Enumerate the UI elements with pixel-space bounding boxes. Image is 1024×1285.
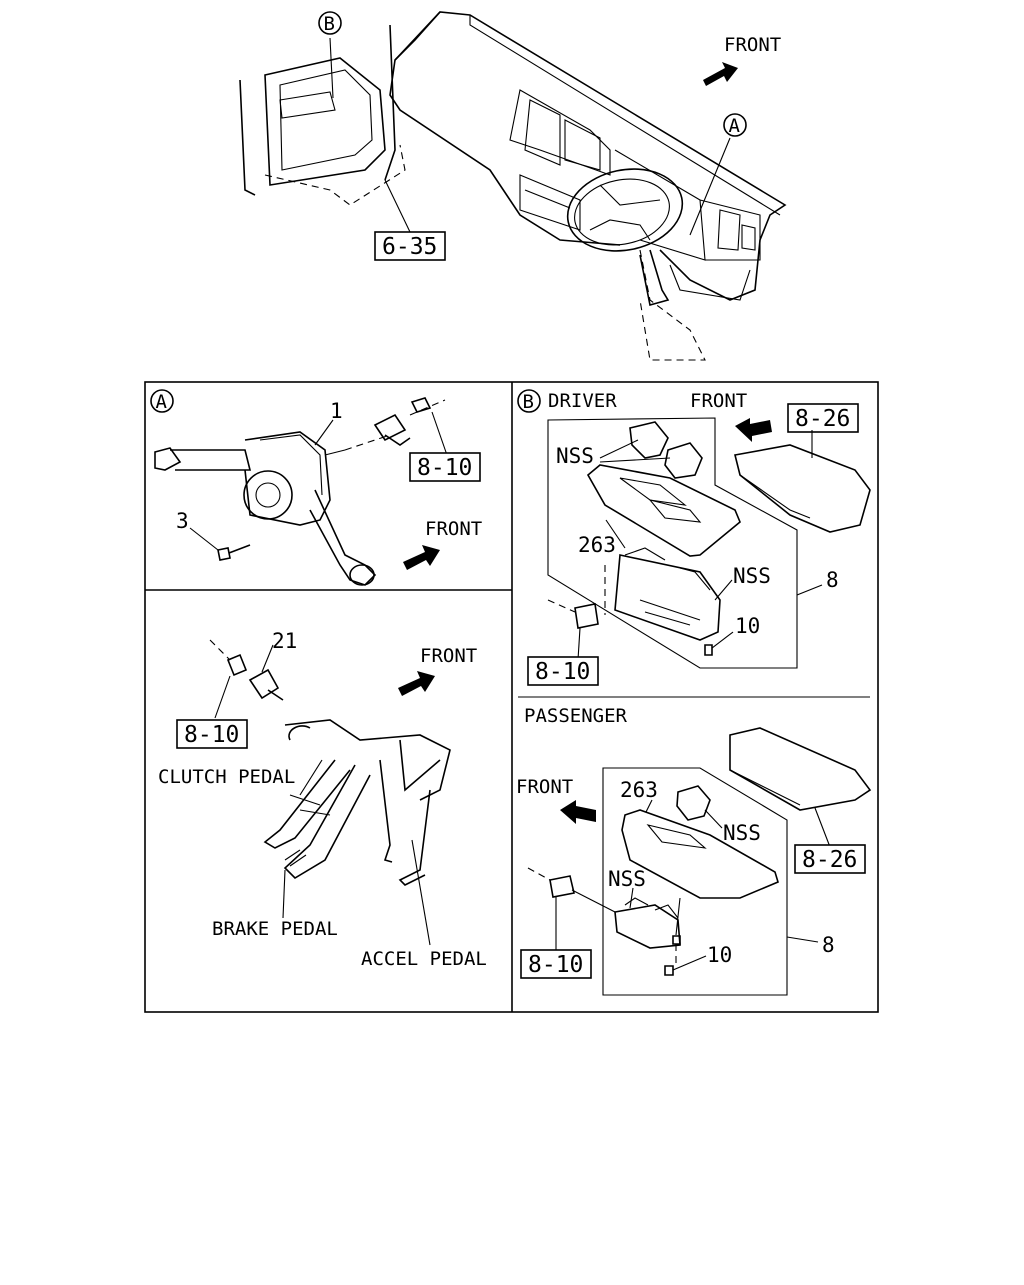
- circle-callout-icon: [318, 11, 342, 35]
- circle-callout-icon: [723, 113, 747, 137]
- passenger-nss-right: NSS: [723, 821, 761, 845]
- overview-illustration: [239, 11, 787, 361]
- pedal-ref-8-10: 8-10: [184, 722, 239, 748]
- ref-box-8-10: [176, 719, 248, 749]
- panel-a-front-label: FRONT: [425, 518, 482, 540]
- panel-a-part-3: 3: [176, 509, 189, 533]
- passenger-nss-left: NSS: [608, 867, 646, 891]
- overview-front-label: FRONT: [724, 34, 781, 56]
- driver-nss-top: NSS: [556, 444, 594, 468]
- driver-part-263: 263: [578, 533, 616, 557]
- circle-callout-icon: [150, 389, 174, 413]
- driver-part-10: 10: [735, 614, 760, 638]
- passenger-front-label: FRONT: [516, 776, 573, 798]
- driver-part-8-leader: [796, 584, 823, 596]
- front-arrow-icon: [703, 62, 738, 86]
- pedal-assembly-illustration: [209, 639, 451, 946]
- panel-a-tag: A: [156, 391, 168, 413]
- driver-part-8: 8: [826, 568, 839, 592]
- clutch-pedal-label: CLUTCH PEDAL: [158, 766, 295, 788]
- ref-box-8-10: [527, 656, 599, 686]
- accel-pedal-label: ACCEL PEDAL: [361, 948, 487, 970]
- ref-box-8-10: [520, 949, 592, 979]
- passenger-ref-8-26: 8-26: [802, 847, 857, 873]
- panel-b-tag: B: [523, 391, 534, 413]
- overview-callout-a: A: [729, 115, 741, 137]
- passenger-title: PASSENGER: [524, 705, 628, 727]
- panel-a-part-1: 1: [330, 399, 343, 423]
- driver-title: DRIVER: [548, 390, 617, 412]
- front-arrow-icon: [560, 800, 596, 824]
- ref-6-35-label: 6-35: [382, 234, 437, 260]
- passenger-part-8: 8: [822, 933, 835, 957]
- passenger-part-8-leader: [786, 936, 819, 943]
- overview-callout-b: B: [324, 13, 335, 35]
- driver-ref-8-26: 8-26: [795, 406, 850, 432]
- passenger-part-10: 10: [707, 943, 732, 967]
- front-arrow-icon: [398, 671, 435, 696]
- front-arrow-icon: [735, 418, 772, 442]
- ref-box-8-26: [787, 403, 859, 433]
- circle-callout-icon: [517, 389, 541, 413]
- pedal-front-label: FRONT: [420, 645, 477, 667]
- driver-nss-right: NSS: [733, 564, 771, 588]
- panel-a-ref-8-10: 8-10: [417, 455, 472, 481]
- passenger-window-switch-illustration: [527, 727, 872, 996]
- driver-front-label: FRONT: [690, 390, 747, 412]
- ref-box-8-26: [794, 844, 866, 874]
- passenger-ref-8-10: 8-10: [528, 952, 583, 978]
- passenger-part-263: 263: [620, 778, 658, 802]
- ref-box-6-35: [374, 231, 446, 261]
- combination-switch-illustration: [154, 397, 449, 586]
- pedal-part-21: 21: [272, 629, 297, 653]
- driver-window-switch-illustration: [547, 417, 871, 669]
- driver-ref-8-10: 8-10: [535, 659, 590, 685]
- brake-pedal-label: BRAKE PEDAL: [212, 918, 338, 940]
- front-arrow-icon: [403, 545, 440, 570]
- ref-box-8-10: [409, 452, 481, 482]
